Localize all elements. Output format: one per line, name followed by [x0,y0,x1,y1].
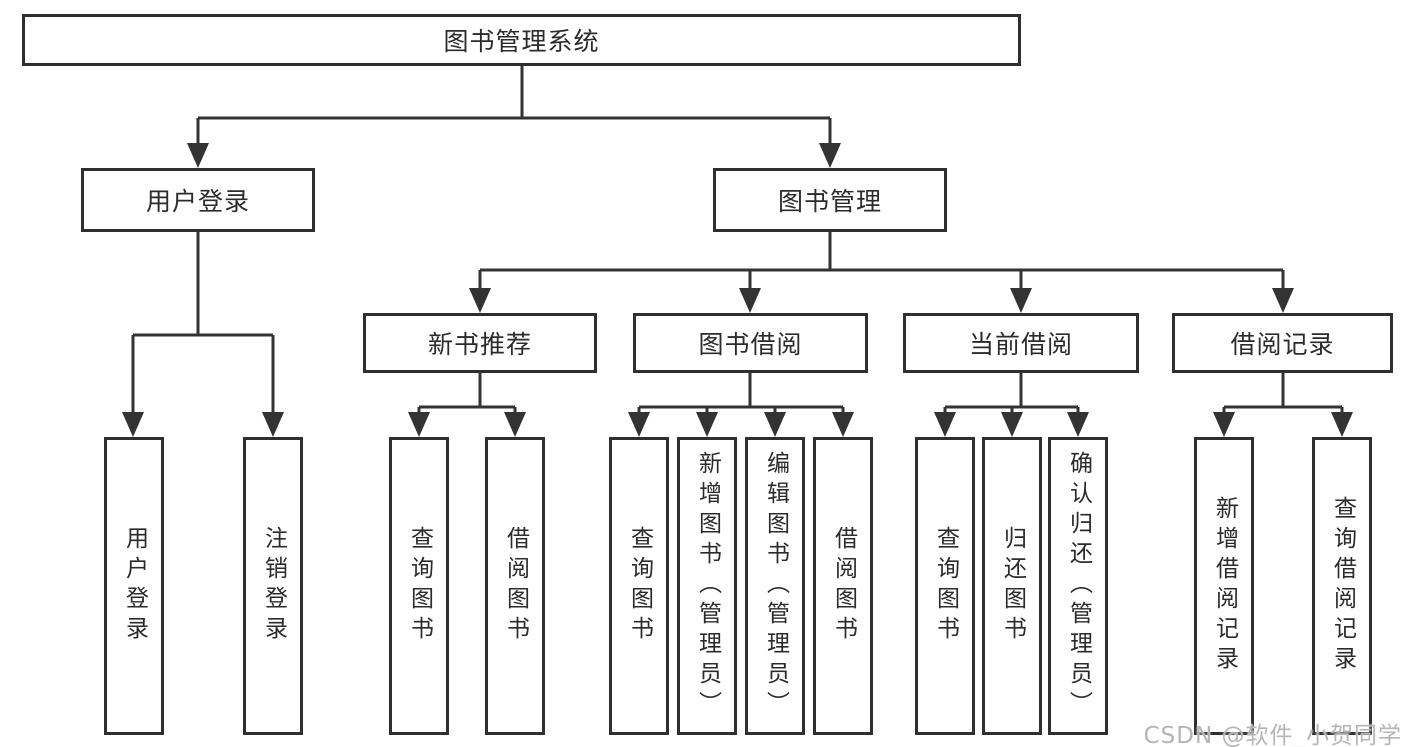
leaf-user-login-label: 用户登录 [121,526,148,646]
leaf-logout: 注销登录 [243,437,303,735]
node-book-management-label: 图书管理 [777,187,882,216]
node-current-borrow: 当前借阅 [903,313,1139,373]
arrow-icon [504,412,526,437]
node-new-book-recommend: 新书推荐 [363,313,597,373]
arrow-icon [1067,412,1089,437]
arrow-icon [262,412,284,437]
leaf-borrow-books: 借阅图书 [813,437,873,735]
arrow-icon [122,412,144,437]
leaf-logout-label: 注销登录 [260,526,287,646]
arrow-icon [628,412,650,437]
node-user-login: 用户登录 [81,168,315,232]
leaf-label: 查询借阅记录 [1329,496,1356,676]
arrow-icon [739,288,761,313]
leaf-label: 新增借阅记录 [1211,496,1238,676]
leaf-label: 查询图书 [626,526,653,646]
arrowheads [122,143,1353,437]
node-book-borrow-label: 图书借阅 [698,330,803,359]
leaf-edit-books-admin: 编辑图书（管理员） [745,437,805,735]
leaf-label: 新增图书（管理员） [694,451,721,721]
csdn-watermark: CSDN @软件_小贺同学 [1143,723,1402,747]
leaf-query-borrow-record: 查询借阅记录 [1312,437,1372,735]
leaf-label: 编辑图书（管理员） [762,451,789,721]
leaf-label: 归还图书 [999,526,1026,646]
arrow-icon [934,412,956,437]
leaf-borrow-books-recommend: 借阅图书 [485,437,545,735]
leaf-label: 查询图书 [932,526,959,646]
node-current-borrow-label: 当前借阅 [968,330,1073,359]
arrow-icon [832,412,854,437]
leaf-return-books: 归还图书 [982,437,1042,735]
arrow-icon [187,143,209,168]
arrow-icon [469,288,491,313]
node-book-borrow: 图书借阅 [633,313,868,373]
arrow-icon [819,143,841,168]
node-root-label: 图书管理系统 [443,27,600,56]
leaf-label: 确认归还（管理员） [1065,451,1092,721]
node-root: 图书管理系统 [22,14,1021,66]
arrow-icon [696,412,718,437]
leaf-label: 借阅图书 [830,526,857,646]
node-book-management: 图书管理 [713,168,947,232]
node-borrow-records-label: 借阅记录 [1230,330,1335,359]
arrow-icon [1272,288,1294,313]
leaf-query-books-borrow: 查询图书 [609,437,669,735]
leaf-label: 借阅图书 [502,526,529,646]
connector-paths [131,66,1344,414]
arrow-icon [408,412,430,437]
arrow-icon [764,412,786,437]
leaf-add-borrow-record: 新增借阅记录 [1194,437,1254,735]
leaf-add-books-admin: 新增图书（管理员） [677,437,737,735]
arrow-icon [1010,288,1032,313]
node-user-login-label: 用户登录 [145,187,250,216]
arrow-icon [1001,412,1023,437]
leaf-user-login: 用户登录 [104,437,164,735]
leaf-label: 查询图书 [406,526,433,646]
node-new-book-recommend-label: 新书推荐 [427,330,532,359]
node-borrow-records: 借阅记录 [1172,313,1393,373]
arrow-icon [1331,412,1353,437]
leaf-query-books-current: 查询图书 [915,437,975,735]
leaf-confirm-return-admin: 确认归还（管理员） [1048,437,1108,735]
leaf-query-books-recommend: 查询图书 [389,437,449,735]
arrow-icon [1213,412,1235,437]
